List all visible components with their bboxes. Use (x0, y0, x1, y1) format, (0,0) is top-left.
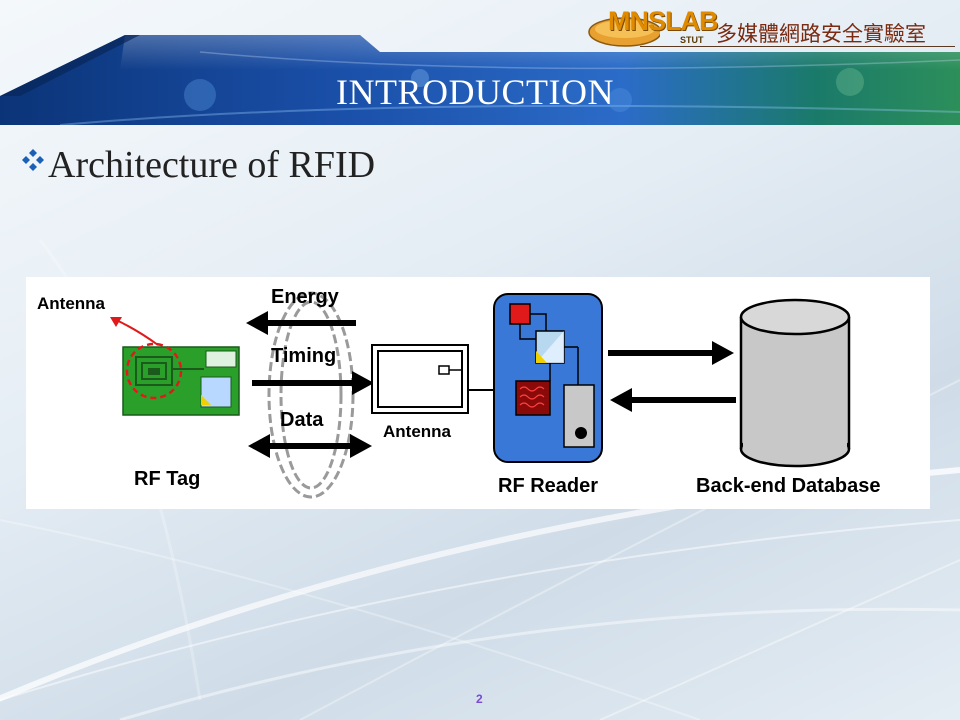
data-label: Data (280, 409, 324, 431)
timing-arrow (252, 371, 374, 395)
logo-text: MNSLAB (608, 6, 718, 36)
rf-tag-board (122, 342, 240, 416)
header-band (0, 0, 960, 125)
timing-label: Timing (271, 345, 337, 367)
rfid-architecture-diagram: Antenna Energy Timing Data Antenna RF Ta… (26, 277, 930, 509)
reader-antenna-loop (371, 344, 518, 414)
reader-antenna-label: Antenna (383, 422, 451, 441)
energy-arrow (246, 311, 356, 335)
energy-label: Energy (271, 286, 339, 308)
logo-subtext: STUT (680, 35, 704, 45)
database-label: Back-end Database (696, 475, 881, 497)
bullet-text: Architecture of RFID (48, 144, 376, 186)
antenna-pointer-arrow (110, 317, 159, 346)
logo-disc-icon (588, 17, 660, 47)
database-cylinder (739, 298, 851, 468)
rf-reader-label: RF Reader (498, 475, 599, 497)
lab-name-underline (640, 46, 955, 47)
header-band-graphic (0, 35, 960, 125)
rf-reader-body (493, 293, 603, 463)
lab-name: 多媒體網路安全實驗室 (716, 22, 926, 46)
database-to-reader-arrow (610, 388, 736, 412)
slide-title: INTRODUCTION (336, 72, 614, 112)
page-number: 2 (476, 692, 483, 706)
rf-tag-label: RF Tag (134, 468, 201, 490)
diagram-graphics (110, 291, 851, 499)
tag-antenna-label: Antenna (37, 294, 105, 313)
logo-area (580, 6, 960, 50)
reader-to-database-arrow (608, 341, 734, 365)
data-arrow (248, 434, 372, 458)
diamond-bullet-icon (22, 149, 44, 171)
rf-field-ellipses (267, 291, 355, 499)
